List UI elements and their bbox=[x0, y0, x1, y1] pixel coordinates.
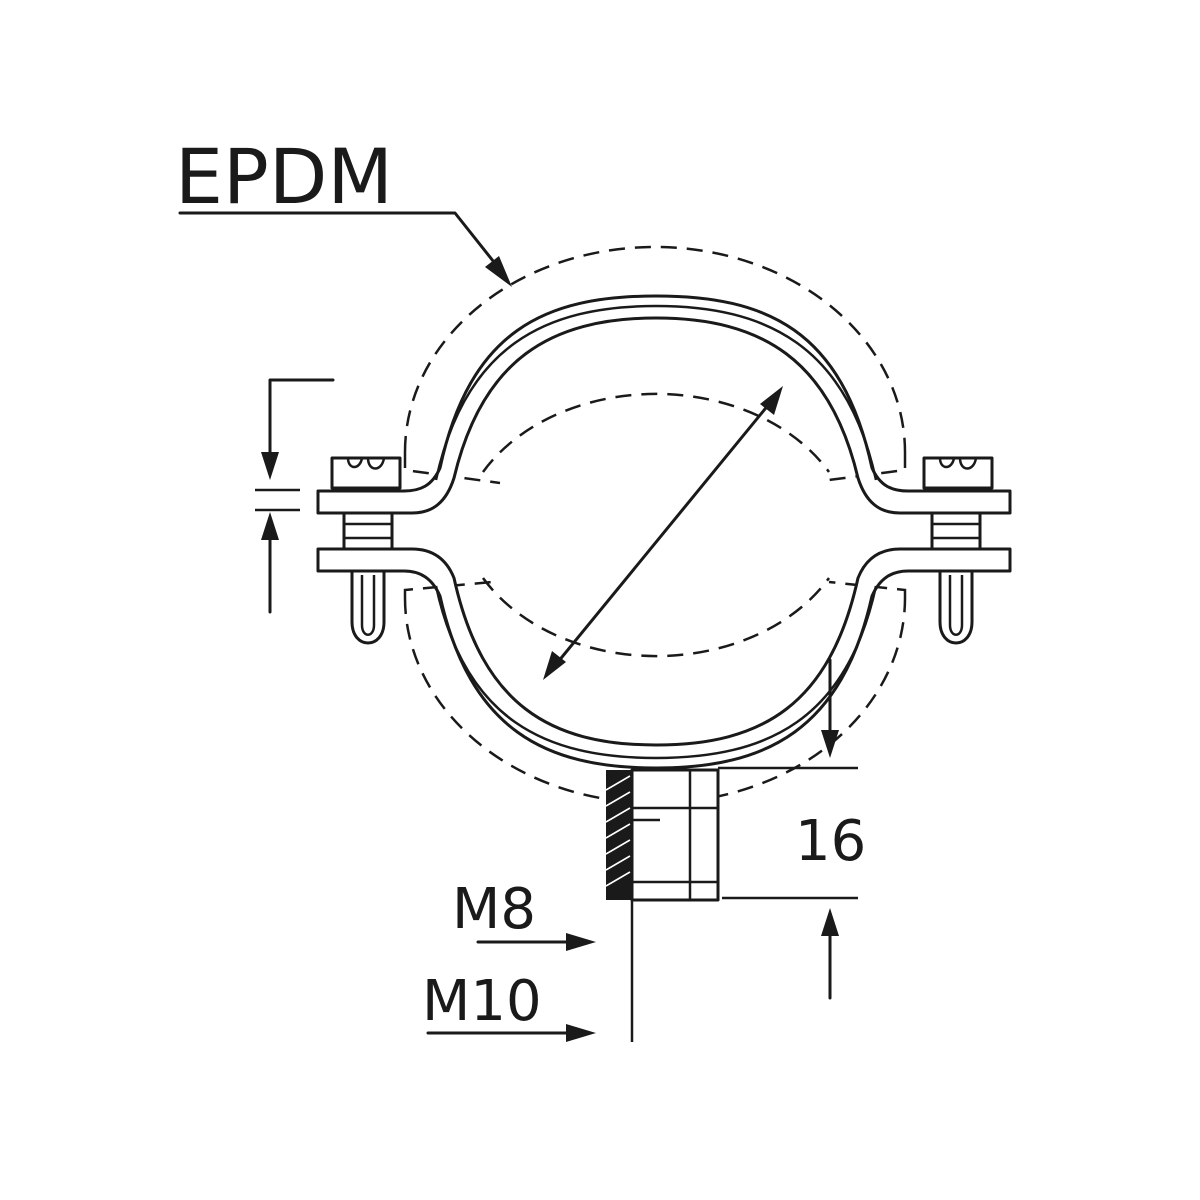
upper-band bbox=[316, 294, 1012, 515]
liner-end-lr bbox=[828, 580, 907, 598]
epdm-callout: EPDM bbox=[175, 132, 512, 287]
epdm-leader-line bbox=[178, 211, 507, 278]
epdm-liner-outline bbox=[403, 245, 907, 805]
band-gap-dimension bbox=[255, 378, 335, 614]
welded-nut bbox=[605, 768, 720, 902]
left-screw bbox=[330, 456, 402, 645]
liner-inner-lower bbox=[481, 577, 831, 658]
m8-arrow bbox=[566, 933, 596, 951]
liner-end-ur bbox=[828, 452, 907, 482]
nut-height-label: 16 bbox=[795, 809, 866, 874]
liner-end-ul bbox=[403, 452, 501, 485]
right-screw-slot bbox=[938, 457, 978, 470]
upper-clamp-half bbox=[316, 294, 1012, 515]
right-screw bbox=[922, 456, 994, 645]
diameter-dimension bbox=[543, 386, 783, 680]
gap-dim-upper-line bbox=[268, 378, 335, 472]
diameter-arrow-upper bbox=[760, 386, 783, 415]
right-screw-shank bbox=[930, 511, 982, 551]
epdm-label: EPDM bbox=[175, 132, 393, 221]
right-screw-head bbox=[922, 456, 994, 490]
left-nut-tab bbox=[350, 569, 386, 645]
left-screw-slot bbox=[346, 457, 386, 470]
liner-outer-upper bbox=[403, 245, 907, 453]
right-nut-tab bbox=[938, 569, 974, 645]
nut-body bbox=[630, 768, 720, 902]
lower-band-inner-line bbox=[434, 585, 878, 760]
lower-band bbox=[316, 547, 1012, 770]
right-nut-tab-inner bbox=[948, 575, 964, 636]
left-screw-head bbox=[330, 456, 402, 490]
thread-hatching bbox=[605, 775, 631, 887]
liner-inner-upper bbox=[481, 392, 831, 473]
left-screw-shank bbox=[342, 511, 394, 551]
m10-arrow bbox=[566, 1024, 596, 1042]
lower-clamp-half bbox=[316, 547, 1012, 770]
upper-band-inner-line bbox=[434, 304, 878, 481]
diameter-arrow-lower bbox=[543, 651, 566, 680]
nut-height-dimension: 16 bbox=[718, 658, 866, 1000]
height-arrow-down bbox=[821, 730, 839, 758]
gap-dim-arrow-down bbox=[261, 452, 279, 480]
liner-end-ll bbox=[403, 580, 493, 598]
height-arrow-up bbox=[821, 908, 839, 936]
epdm-arrow-head bbox=[485, 256, 512, 287]
gap-dim-arrow-up bbox=[261, 512, 279, 540]
m10-label: M10 bbox=[422, 969, 542, 1034]
left-nut-tab-inner bbox=[360, 575, 376, 636]
thread-size-callouts: M8 M10 bbox=[422, 877, 634, 1042]
m8-label: M8 bbox=[452, 877, 536, 942]
diameter-line bbox=[551, 396, 776, 670]
